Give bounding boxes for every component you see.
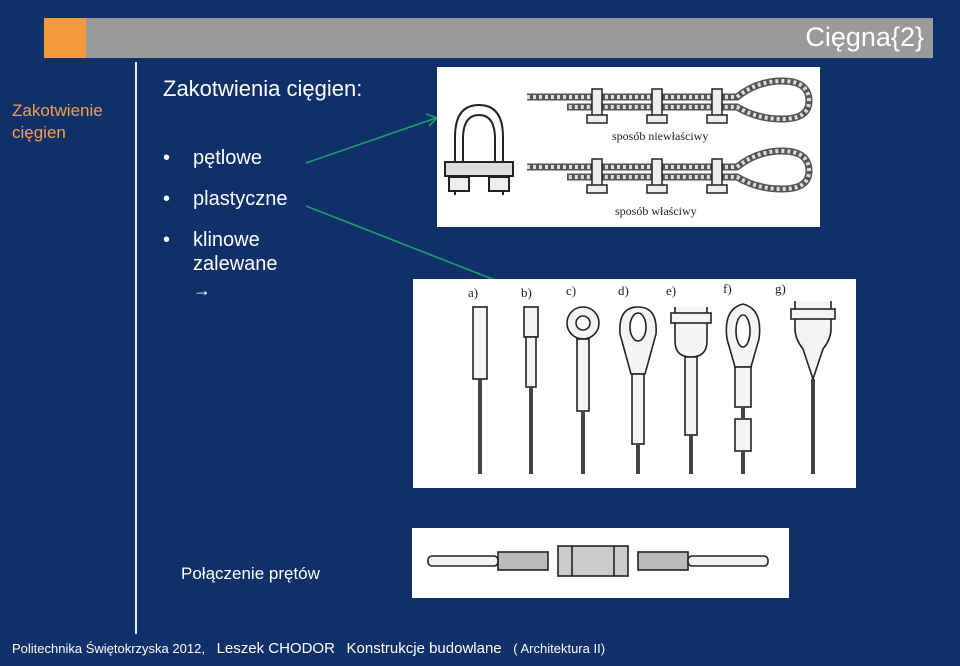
accent-square bbox=[44, 18, 86, 58]
rope-wrong bbox=[527, 77, 813, 124]
bullet-list: pętlowe plastyczne klinowe zalewane → bbox=[163, 146, 288, 343]
label-right-method: sposób właściwy bbox=[615, 204, 697, 218]
footer-course: Konstrukcje budowlane bbox=[346, 640, 502, 657]
label-b: b) bbox=[521, 285, 532, 300]
bar-coupling-caption: Połączenie prętów bbox=[181, 564, 320, 583]
turnbuckle bbox=[557, 545, 629, 577]
footer-university: Politechnika Świętokrzyska 2012, bbox=[12, 641, 205, 656]
label-d: d) bbox=[618, 283, 629, 298]
bullet-item-petlowe: pętlowe bbox=[163, 146, 288, 170]
socket-a bbox=[472, 306, 488, 380]
clamp-figure: sposób niewłaściwy sposób właściwy bbox=[437, 67, 820, 227]
terminations-drawing: a) b) c) d) e) f) g) bbox=[468, 281, 836, 474]
bar-right bbox=[687, 555, 769, 567]
bar-coupling-drawing bbox=[427, 545, 769, 577]
footer: Politechnika Świętokrzyska 2012, Leszek … bbox=[12, 640, 613, 657]
sidebar-section-label: Zakotwienie cięgien bbox=[12, 101, 103, 142]
bullet-item-plastyczne: plastyczne bbox=[163, 187, 288, 211]
arrow-right-icon: → bbox=[193, 280, 211, 300]
socket-b bbox=[523, 306, 539, 338]
footer-author: Leszek CHODOR bbox=[216, 640, 335, 657]
label-g: g) bbox=[775, 281, 786, 296]
slide-title: Cięgna{2} bbox=[805, 22, 924, 52]
title-bar bbox=[86, 18, 933, 58]
rope-right bbox=[527, 147, 813, 194]
bar-coupling-figure bbox=[412, 528, 789, 598]
label-c: c) bbox=[566, 283, 576, 298]
label-wrong-method: sposób niewłaściwy bbox=[612, 129, 708, 143]
terminations-figure: a) b) c) d) e) f) g) bbox=[413, 279, 856, 488]
bar-left bbox=[427, 555, 499, 567]
thread-right bbox=[637, 551, 689, 571]
vertical-divider bbox=[135, 62, 137, 634]
label-a: a) bbox=[468, 285, 478, 300]
connector-line-petlowe bbox=[305, 117, 437, 164]
footer-program: ( Architektura II) bbox=[513, 641, 606, 656]
thread-left bbox=[497, 551, 549, 571]
label-f: f) bbox=[723, 281, 732, 296]
content-heading: Zakotwienia cięgien: bbox=[163, 76, 363, 101]
connector-line-plastyczne bbox=[305, 205, 501, 283]
label-e: e) bbox=[666, 283, 676, 298]
bullet-item-klinowe: klinowe zalewane → bbox=[163, 228, 288, 326]
u-bolt-clamp bbox=[444, 103, 514, 195]
clamp-drawing: sposób niewłaściwy sposób właściwy bbox=[444, 77, 813, 218]
